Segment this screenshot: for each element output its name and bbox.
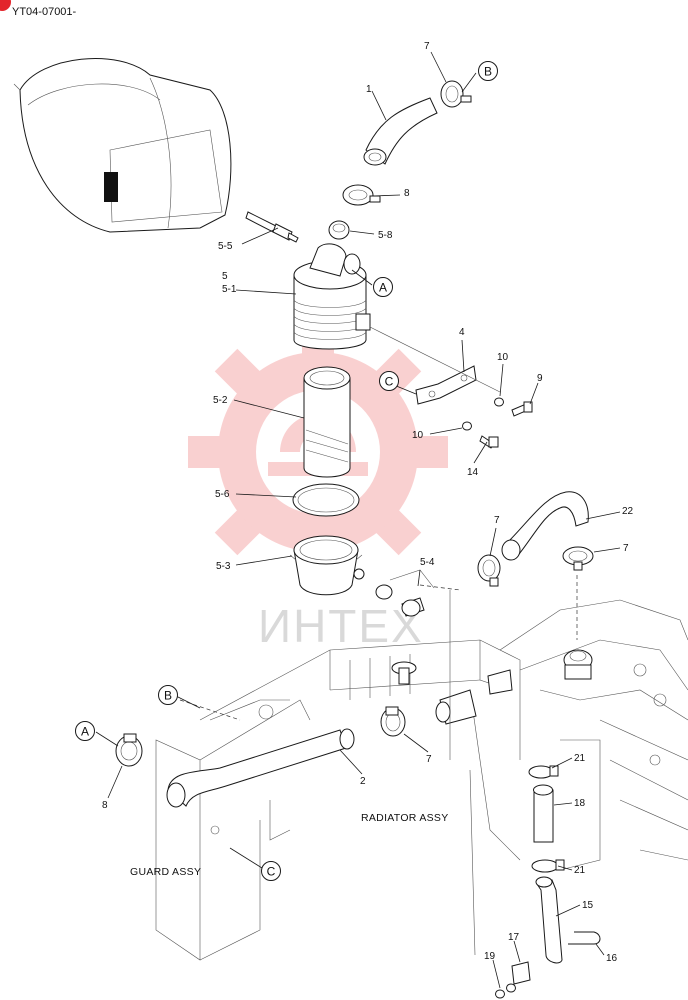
leader-lines bbox=[95, 51, 621, 989]
part-label-4: 4 bbox=[459, 327, 465, 338]
hose-clamp-7-right bbox=[562, 546, 594, 571]
part-label-5: 5 bbox=[222, 271, 228, 282]
hose-18 bbox=[533, 784, 554, 843]
hose-clamp-7-mid bbox=[477, 554, 501, 587]
part-label-19: 19 bbox=[484, 951, 496, 962]
svg-text:C: C bbox=[267, 865, 276, 879]
svg-text:A: A bbox=[81, 725, 89, 739]
u-bolt-16 bbox=[568, 931, 601, 945]
air-cleaner-body-5-1 bbox=[293, 243, 371, 350]
part-label-5-6: 5-6 bbox=[215, 489, 230, 500]
corner-marker bbox=[0, 0, 11, 11]
radiator-assembly bbox=[199, 639, 521, 861]
ref-marker-a-top: A bbox=[373, 277, 393, 297]
svg-text:C: C bbox=[385, 375, 394, 389]
washer-10-b bbox=[462, 421, 472, 431]
hose-clamp-8-bottom bbox=[115, 733, 143, 767]
part-label-10-b: 10 bbox=[412, 430, 424, 441]
ref-marker-b-top: B bbox=[478, 61, 498, 81]
part-label-5-1: 5-1 bbox=[222, 284, 237, 295]
hose-clamp-7-lower bbox=[380, 706, 406, 737]
dust-cup-5-3 bbox=[289, 535, 365, 596]
guard-assembly bbox=[155, 699, 311, 961]
part-label-7-lower: 7 bbox=[426, 754, 432, 765]
valve-cap-5-8 bbox=[328, 220, 350, 240]
caption-guard-assy: GUARD ASSY bbox=[130, 866, 201, 878]
part-label-9: 9 bbox=[537, 373, 543, 384]
bolt-14 bbox=[479, 435, 499, 449]
part-label-18: 18 bbox=[574, 798, 586, 809]
radiator-hose-2 bbox=[166, 728, 355, 808]
document-code: YT04-07001- bbox=[12, 6, 77, 18]
bracket-4 bbox=[369, 326, 501, 405]
ref-marker-b-bottom: B bbox=[158, 685, 178, 705]
watermark-text: ИНТЕХ bbox=[258, 600, 424, 652]
part-label-14: 14 bbox=[467, 467, 479, 478]
filter-element-5-2 bbox=[303, 366, 351, 478]
part-label-8-top: 8 bbox=[404, 188, 410, 199]
part-label-15: 15 bbox=[582, 900, 594, 911]
part-label-5-5: 5-5 bbox=[218, 241, 233, 252]
part-label-8-bottom: 8 bbox=[102, 800, 108, 811]
hose-clamp-8-top bbox=[342, 184, 381, 206]
hose-clamp-7-top bbox=[440, 80, 472, 108]
part-label-5-4: 5-4 bbox=[420, 557, 435, 568]
pipe-15 bbox=[535, 876, 563, 964]
part-label-16: 16 bbox=[606, 953, 618, 964]
hose-clamp-21-lower bbox=[531, 859, 565, 873]
part-label-2: 2 bbox=[360, 776, 366, 787]
engine-outline bbox=[499, 599, 688, 871]
svg-text:B: B bbox=[164, 689, 172, 703]
washer-10-a bbox=[494, 397, 504, 407]
ref-marker-c-bottom: C bbox=[261, 861, 281, 881]
svg-text:B: B bbox=[484, 65, 492, 79]
tractor-silhouette bbox=[13, 58, 232, 233]
part-label-10-a: 10 bbox=[497, 352, 509, 363]
bolt-9 bbox=[511, 401, 533, 417]
evacuator-valve-5-4 bbox=[375, 569, 435, 617]
ref-marker-a-bottom: A bbox=[75, 721, 95, 741]
part-label-7-mid: 7 bbox=[494, 515, 500, 526]
o-ring-5-6 bbox=[292, 483, 360, 517]
sensor-5-5 bbox=[245, 211, 299, 243]
svg-text:A: A bbox=[379, 281, 387, 295]
part-label-7-right: 7 bbox=[623, 543, 629, 554]
caption-radiator-assy: RADIATOR ASSY bbox=[361, 812, 449, 824]
part-label-17: 17 bbox=[508, 932, 520, 943]
part-label-5-2: 5-2 bbox=[213, 395, 228, 406]
part-label-22: 22 bbox=[622, 506, 634, 517]
ref-marker-c-top: C bbox=[379, 371, 399, 391]
intake-hose-22 bbox=[501, 491, 589, 561]
plate-17 bbox=[511, 961, 531, 985]
nut-19-b bbox=[506, 983, 516, 993]
part-label-7-top: 7 bbox=[424, 41, 430, 52]
hose-clamp-21-upper bbox=[528, 765, 559, 779]
part-label-21-a: 21 bbox=[574, 753, 586, 764]
part-label-21-b: 21 bbox=[574, 865, 586, 876]
part-label-1: 1 bbox=[366, 84, 372, 95]
intake-hose-1 bbox=[363, 97, 438, 166]
part-label-5-8: 5-8 bbox=[378, 230, 393, 241]
nut-19-a bbox=[495, 989, 505, 999]
part-label-5-3: 5-3 bbox=[216, 561, 231, 572]
